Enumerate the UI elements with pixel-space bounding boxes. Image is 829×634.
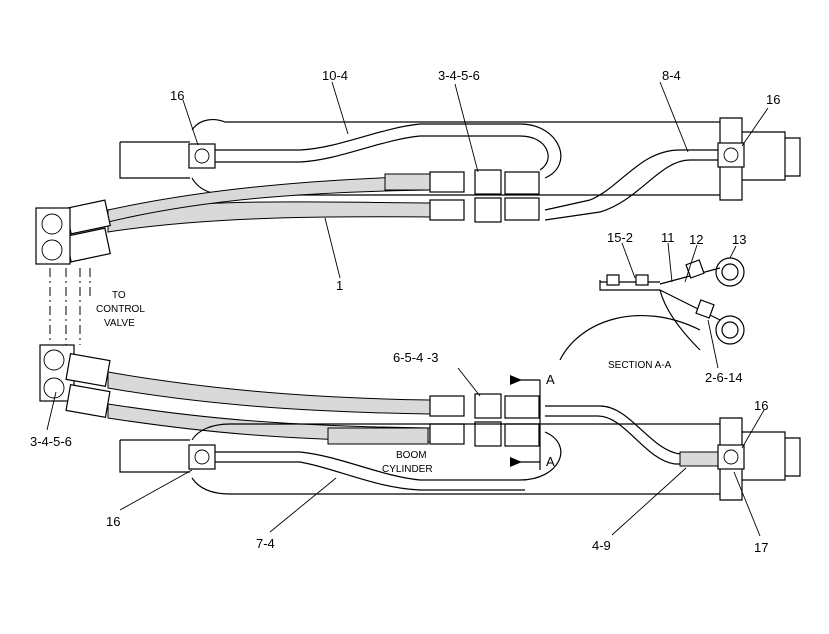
section-a-a xyxy=(559,257,745,361)
callout-12: 12 xyxy=(689,232,703,247)
callout-17: 17 xyxy=(754,540,768,555)
callout-15-2: 15-2 xyxy=(607,230,633,245)
callout-3-4-5-6-top: 3-4-5-6 xyxy=(438,68,480,83)
section-mark-a-top: A xyxy=(546,372,555,387)
callout-11: 11 xyxy=(661,230,675,245)
callout-7-4: 7-4 xyxy=(256,536,275,551)
note-to: TO xyxy=(112,290,126,301)
fitting-16-upper-right xyxy=(717,142,745,168)
callout-2-6-14: 2-6-14 xyxy=(705,370,743,385)
callout-4-9: 4-9 xyxy=(592,538,611,553)
note-cylinder: CYLINDER xyxy=(382,464,433,475)
callout-3-4-5-6-left: 3-4-5-6 xyxy=(30,434,72,449)
callout-1: 1 xyxy=(336,278,343,293)
callout-labels: 16 10-4 3-4-5-6 8-4 16 1 15-2 11 12 13 6… xyxy=(30,68,780,555)
callout-6-5-4-3: 6-5-4 -3 xyxy=(393,350,439,365)
callout-16-lower-left: 16 xyxy=(106,514,120,529)
callout-16-upper-left: 16 xyxy=(170,88,184,103)
section-label: SECTION A-A xyxy=(608,360,672,371)
lower-assembly xyxy=(39,344,801,501)
callout-16-lower-right: 16 xyxy=(754,398,768,413)
centerlines xyxy=(49,268,91,345)
fitting-16-upper-left xyxy=(188,143,216,169)
section-mark-a-bottom: A xyxy=(546,454,555,469)
callout-10-4: 10-4 xyxy=(322,68,348,83)
leader-lines xyxy=(46,81,769,537)
note-valve: VALVE xyxy=(104,318,135,329)
note-control: CONTROL xyxy=(96,304,145,315)
notes: TO CONTROL VALVE SECTION A-A BOOM CYLIND… xyxy=(96,290,672,475)
upper-assembly xyxy=(35,117,801,265)
callout-8-4: 8-4 xyxy=(662,68,681,83)
note-boom: BOOM xyxy=(396,450,427,461)
callout-13: 13 xyxy=(732,232,746,247)
callout-16-upper-right: 16 xyxy=(766,92,780,107)
control-valve-block-upper xyxy=(35,207,71,265)
